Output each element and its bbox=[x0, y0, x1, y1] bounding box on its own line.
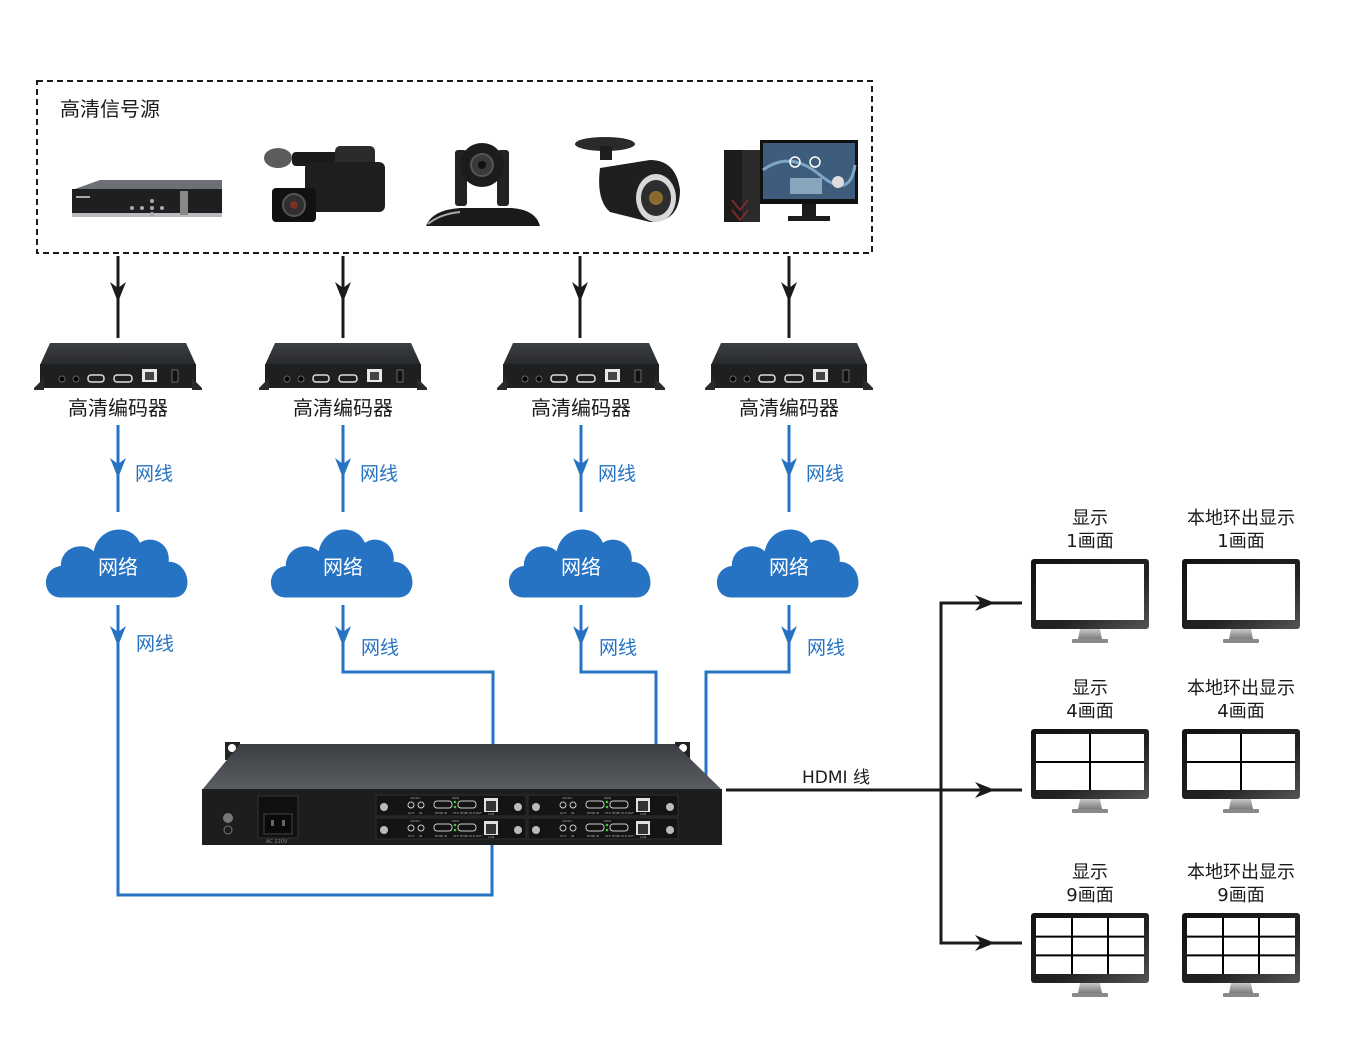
display-label-line1: 本地环出显示 bbox=[1187, 508, 1295, 529]
display-label-line1: 显示 bbox=[1072, 862, 1108, 883]
cable-label-upper: 网线 bbox=[598, 463, 636, 485]
down-arrow-icon bbox=[573, 458, 589, 478]
port-label: OUT bbox=[560, 834, 567, 838]
signal-source-group-box bbox=[36, 80, 873, 254]
port-label: PWR bbox=[452, 819, 459, 823]
port-label: HDMI OUT bbox=[612, 811, 628, 815]
encoder-label: 高清编码器 bbox=[739, 396, 839, 420]
port-label: IN bbox=[571, 834, 574, 838]
encoder-label: 高清编码器 bbox=[293, 396, 393, 420]
down-arrow-icon bbox=[110, 458, 126, 478]
port-label: HDMI IN bbox=[435, 834, 447, 838]
port-label: HDMI IN bbox=[587, 811, 599, 815]
power-label: AC 220V bbox=[266, 839, 288, 845]
display-label-line1: 显示 bbox=[1072, 508, 1108, 529]
port-label: AUDIO bbox=[562, 819, 572, 823]
port-label: HDMI OUT bbox=[460, 811, 476, 815]
port-label: RST bbox=[476, 834, 482, 838]
display-label-line1: 本地环出显示 bbox=[1187, 678, 1295, 699]
port-label: HDMI IN bbox=[587, 834, 599, 838]
port-label: LAN bbox=[488, 835, 494, 839]
cable-label-lower: 网线 bbox=[807, 637, 845, 659]
port-label: OUT bbox=[408, 811, 415, 815]
port-label: AUDIO bbox=[410, 819, 420, 823]
display-label-line2: 1画面 bbox=[1066, 531, 1113, 552]
port-label: OUT bbox=[560, 811, 567, 815]
display-label-line2: 1画面 bbox=[1217, 531, 1264, 552]
port-label: LAN bbox=[640, 835, 646, 839]
ptz-camera-icon bbox=[426, 143, 540, 226]
display-label-line2: 4画面 bbox=[1066, 701, 1113, 722]
cable-label-upper: 网线 bbox=[360, 463, 398, 485]
arrow-to-display-9 bbox=[975, 935, 995, 951]
display-label-line1: 本地环出显示 bbox=[1187, 862, 1295, 883]
desktop-pc-icon bbox=[724, 140, 858, 222]
network-label: 网络 bbox=[323, 555, 363, 579]
source-to-encoder-arrows bbox=[110, 256, 797, 338]
nvr-icon bbox=[72, 180, 222, 217]
network-label: 网络 bbox=[98, 555, 138, 579]
cable-label-lower: 网线 bbox=[599, 637, 637, 659]
arrow-to-display-1 bbox=[975, 595, 995, 611]
display-label-line2: 9画面 bbox=[1066, 885, 1113, 906]
port-label: PWR bbox=[604, 796, 611, 800]
hdmi-cable-label: HDMI 线 bbox=[802, 768, 870, 788]
display-label-line1: 显示 bbox=[1072, 678, 1108, 699]
port-label: RST bbox=[628, 834, 634, 838]
bullet-camera-icon bbox=[575, 137, 680, 222]
port-label: IN bbox=[419, 811, 422, 815]
port-label: AUDIO bbox=[562, 796, 572, 800]
network-label: 网络 bbox=[769, 555, 809, 579]
cable-label-lower: 网线 bbox=[361, 637, 399, 659]
cable-label-upper: 网线 bbox=[806, 463, 844, 485]
camcorder-icon bbox=[264, 146, 385, 222]
port-label: HDMI OUT bbox=[612, 834, 628, 838]
encoder-label: 高清编码器 bbox=[68, 396, 168, 420]
port-label: LAN bbox=[640, 812, 646, 816]
cable-label-upper: 网线 bbox=[135, 463, 173, 485]
encoder-label: 高清编码器 bbox=[531, 396, 631, 420]
port-label: LAN bbox=[488, 812, 494, 816]
network-label: 网络 bbox=[561, 555, 601, 579]
cable-label-lower: 网线 bbox=[136, 633, 174, 655]
port-label: PWR bbox=[452, 796, 459, 800]
port-label: RST bbox=[476, 811, 482, 815]
port-label: STK bbox=[605, 834, 612, 838]
down-arrow-icon bbox=[781, 458, 797, 478]
port-label: STK bbox=[453, 811, 460, 815]
display-label-line2: 4画面 bbox=[1217, 701, 1264, 722]
arrow-to-display-4 bbox=[975, 782, 995, 798]
port-label: PWR bbox=[604, 819, 611, 823]
down-arrow-icon bbox=[335, 458, 351, 478]
port-label: RST bbox=[628, 811, 634, 815]
port-label: STK bbox=[453, 834, 460, 838]
port-label: IN bbox=[571, 811, 574, 815]
port-label: STK bbox=[605, 811, 612, 815]
source-group-title: 高清信号源 bbox=[60, 97, 160, 121]
port-label: HDMI OUT bbox=[460, 834, 476, 838]
port-label: OUT bbox=[408, 834, 415, 838]
display-label-line2: 9画面 bbox=[1217, 885, 1264, 906]
port-label: HDMI IN bbox=[435, 811, 447, 815]
hdmi-output-lines bbox=[726, 601, 1022, 945]
port-label: AUDIO bbox=[410, 796, 420, 800]
port-label: IN bbox=[419, 834, 422, 838]
